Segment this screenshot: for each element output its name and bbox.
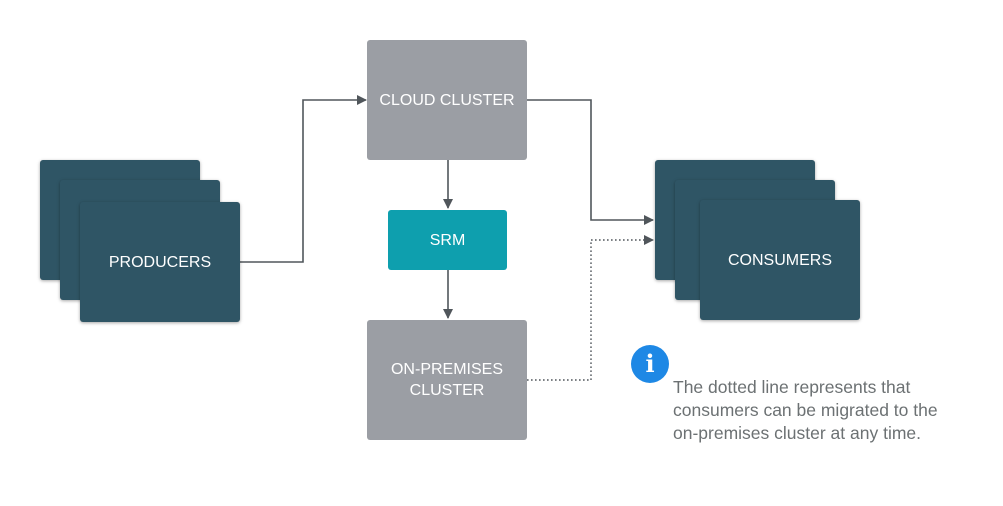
on-premises-cluster-label: ON-PREMISES CLUSTER [390, 361, 503, 399]
consumers-node: CONSUMERS [700, 200, 860, 320]
arrow-producers-to-cloud [240, 95, 367, 263]
srm-label: SRM [429, 231, 466, 249]
cloud-cluster-node: CLOUD CLUSTER [367, 40, 527, 160]
info-icon: i [631, 345, 669, 383]
dotted-line-note: The dotted line represents that consumer… [673, 377, 938, 443]
producers-node: PRODUCERS [80, 202, 240, 322]
consumers-label: CONSUMERS [727, 251, 832, 269]
srm-node: SRM [388, 210, 507, 270]
arrow-cloud-to-consumers [527, 99, 654, 225]
producers-label: PRODUCERS [108, 253, 212, 271]
dotted-arrow-onprem-to-consumers [527, 235, 654, 381]
on-premises-cluster-node: ON-PREMISES CLUSTER [367, 320, 527, 440]
cloud-cluster-label: CLOUD CLUSTER [379, 91, 515, 109]
